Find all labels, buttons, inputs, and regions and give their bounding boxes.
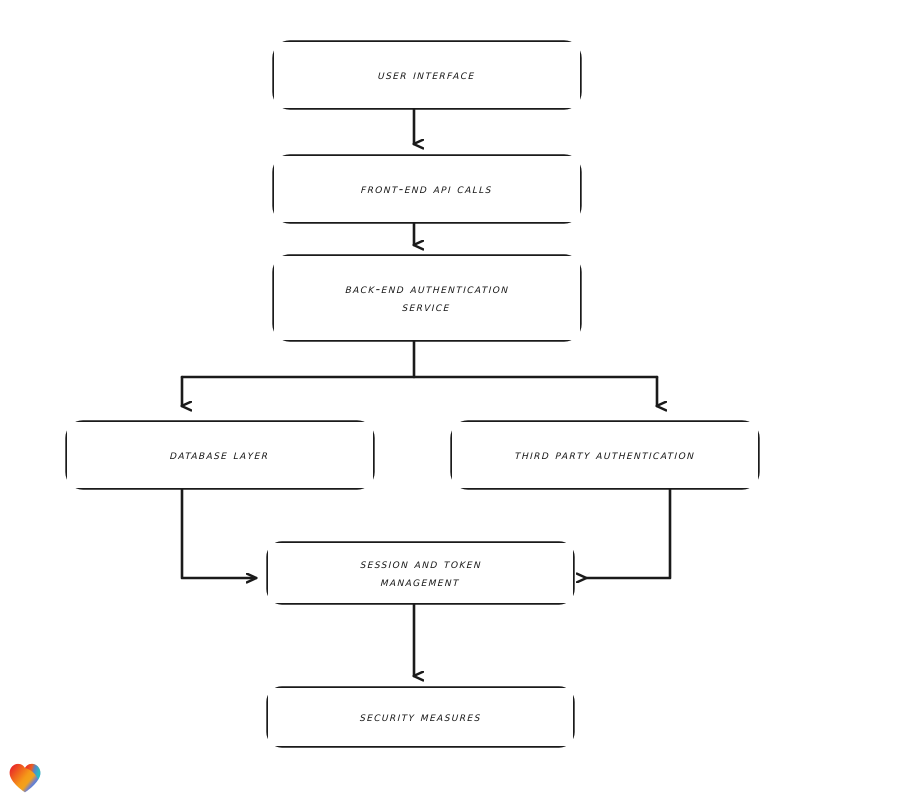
node-user-interface[interactable]: User Interface <box>274 42 580 108</box>
node-database-layer[interactable]: Database Layer <box>67 422 373 488</box>
node-label-third-party-authentication: Third Party Authentication <box>514 446 696 462</box>
node-session-and-token-management[interactable]: Session and Token Management <box>268 543 573 603</box>
node-label-security-measures: Security Measures <box>359 708 482 724</box>
node-label-database-layer: Database Layer <box>170 446 271 462</box>
node-label-back-end-authentication-service: Back-End Authentication Service <box>345 280 510 314</box>
node-third-party-authentication[interactable]: Third Party Authentication <box>452 422 758 488</box>
node-security-measures[interactable]: Security Measures <box>268 688 573 746</box>
edge-thirdparty-to-session <box>586 486 672 578</box>
heart-icon <box>9 763 41 793</box>
node-back-end-authentication-service[interactable]: Back-End Authentication Service <box>274 256 580 340</box>
node-label-user-interface: User Interface <box>377 66 477 82</box>
node-label-front-end-api-calls: Front-End API Calls <box>360 180 494 196</box>
node-front-end-api-calls[interactable]: Front-End API Calls <box>274 156 580 222</box>
edge-database-to-session <box>180 486 256 578</box>
node-label-session-and-token-management: Session and Token Management <box>359 555 483 589</box>
